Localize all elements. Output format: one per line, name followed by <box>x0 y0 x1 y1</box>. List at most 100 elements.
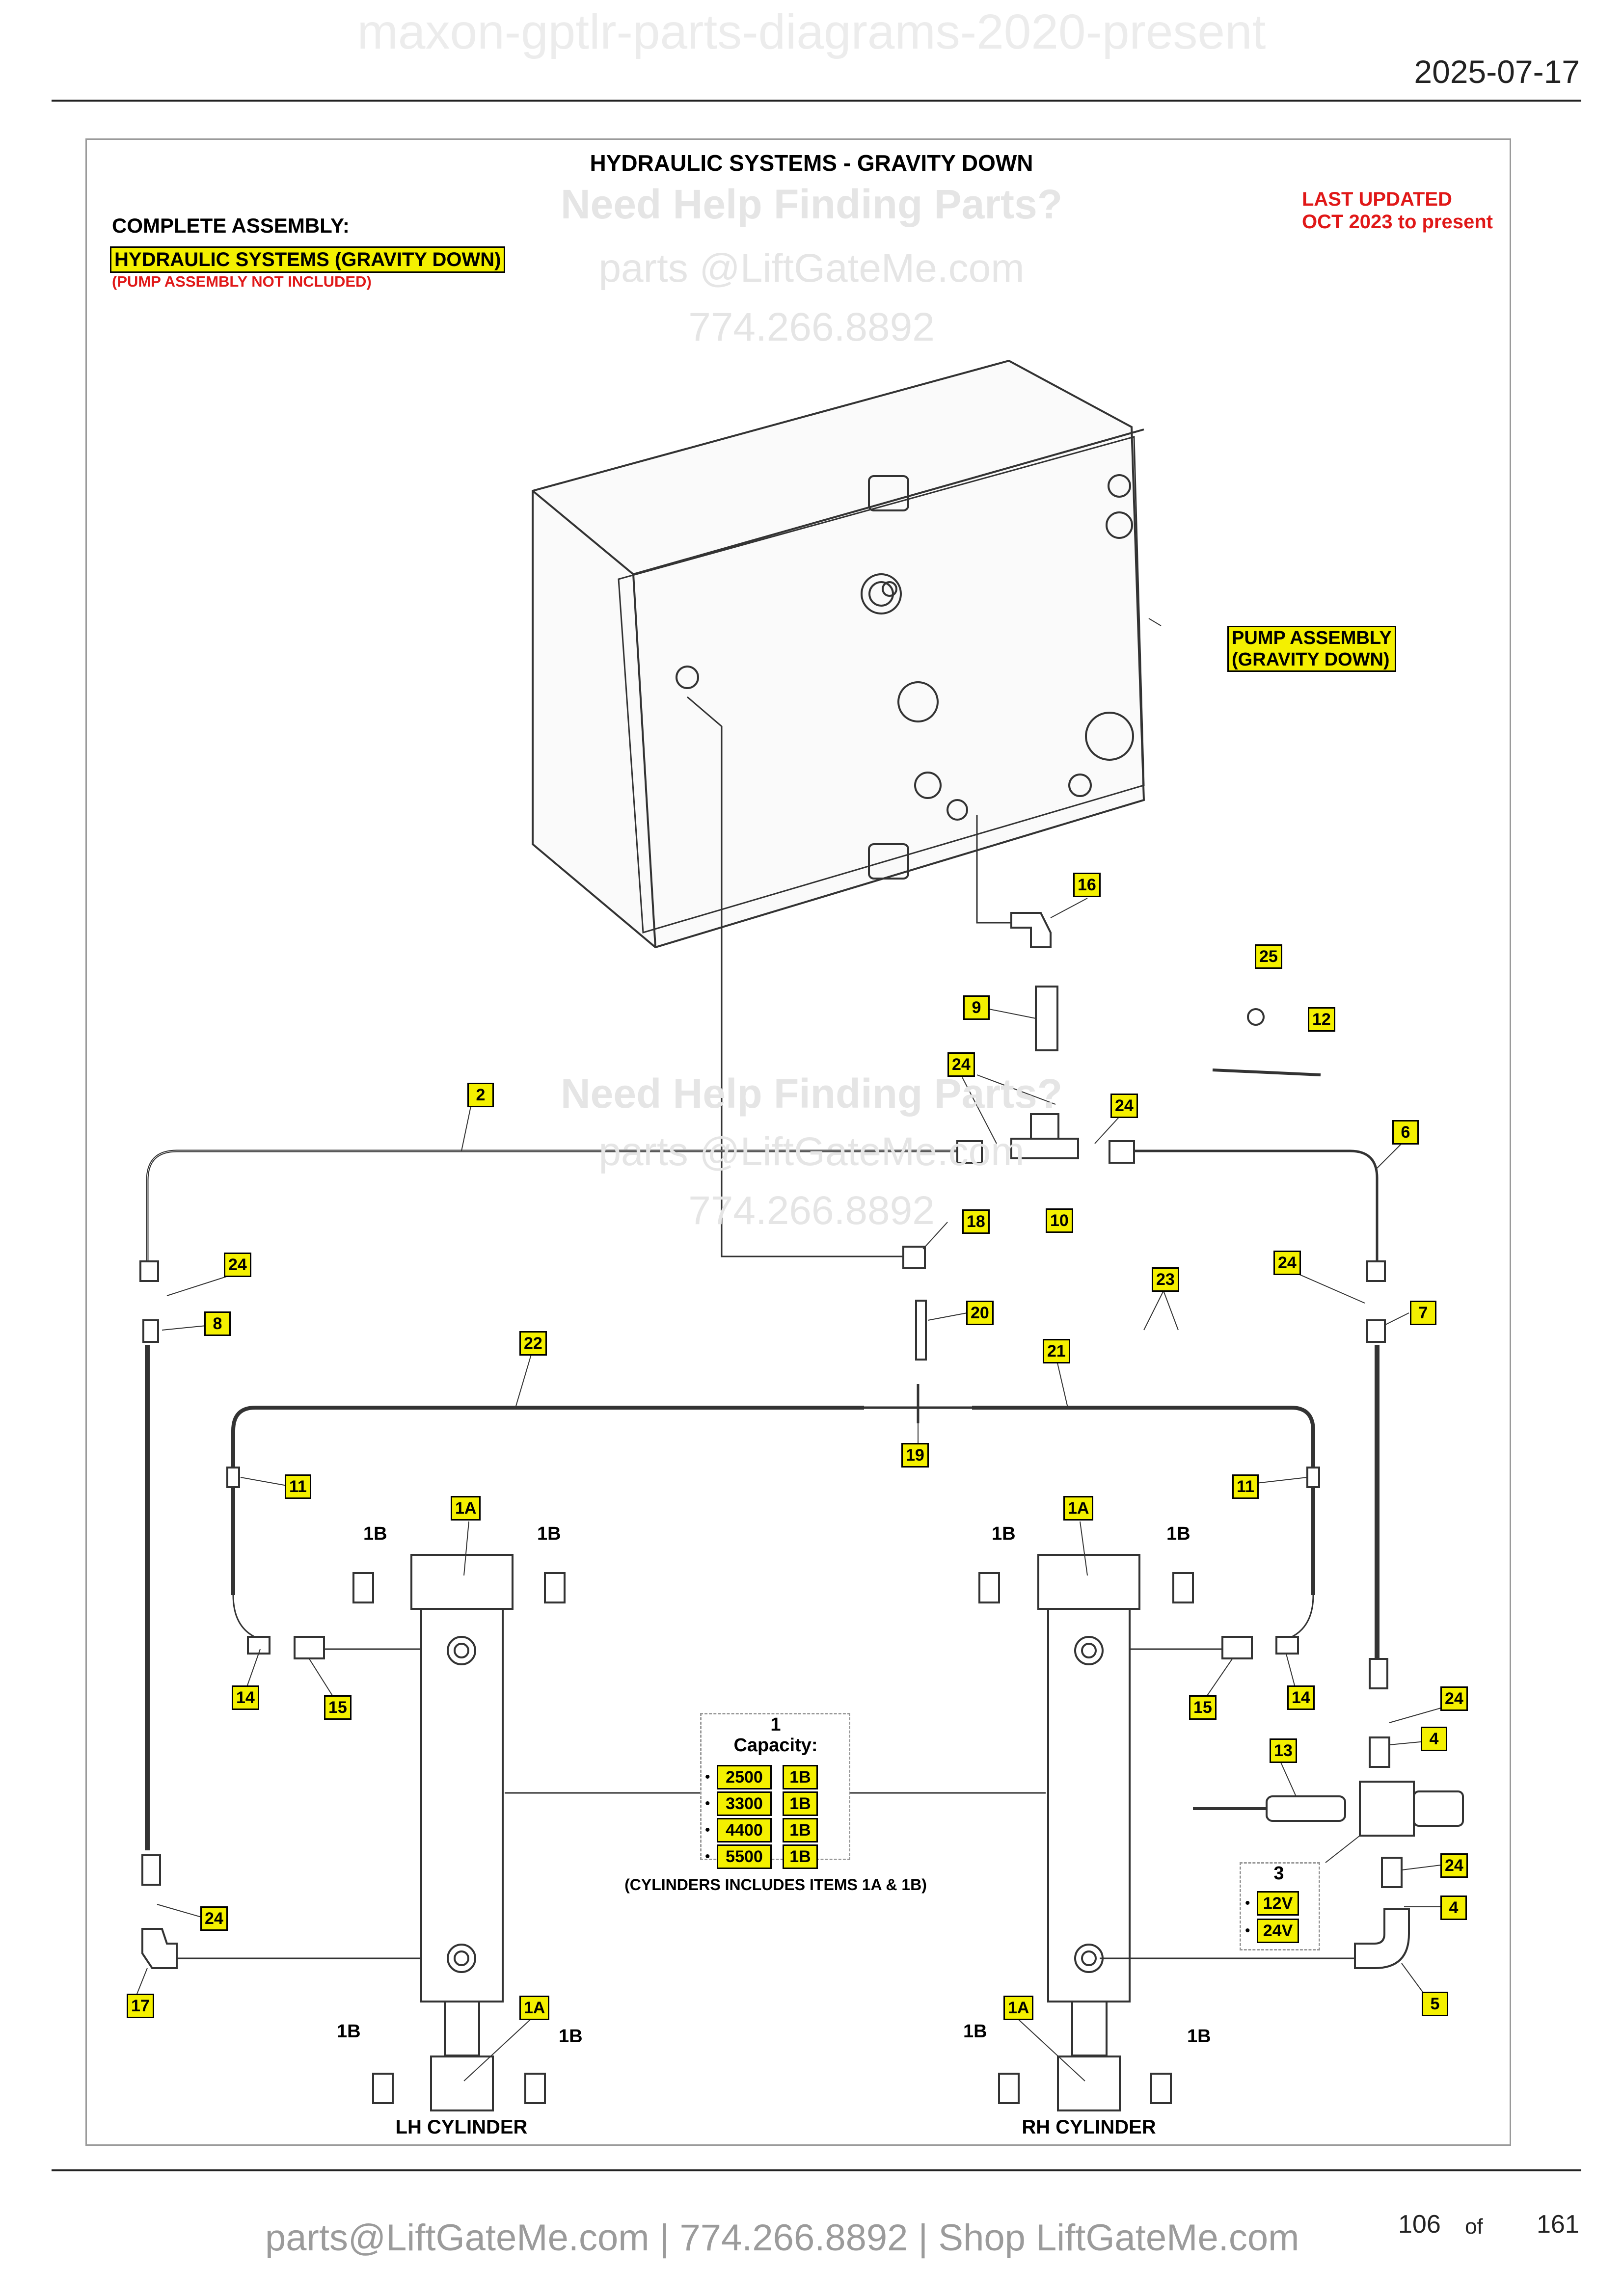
capacity-value: 4400 <box>717 1818 772 1842</box>
voltage-row: • 24V <box>1245 1917 1299 1945</box>
callout-17: 17 <box>127 1994 154 2018</box>
watermark-email-top: parts @LiftGateMe.com <box>598 246 1025 291</box>
capacity-row: • 4400 1B <box>705 1817 818 1843</box>
callout-1a-lh-bottom: 1A <box>519 1996 550 2020</box>
bullet: • <box>1245 1922 1250 1939</box>
callout-15-right: 15 <box>1189 1695 1217 1720</box>
watermark-email-mid: parts @LiftGateMe.com <box>598 1129 1025 1174</box>
last-updated: LAST UPDATED OCT 2023 to present <box>1302 188 1493 233</box>
pump-assembly-line1: PUMP ASSEMBLY <box>1232 628 1392 648</box>
watermark-phone-mid: 774.266.8892 <box>688 1188 935 1233</box>
capacity-list: • 2500 1B • 3300 1B • 4400 1B • 5500 1B <box>705 1764 818 1870</box>
callout-11-right: 11 <box>1232 1474 1259 1499</box>
complete-assembly-note: (PUMP ASSEMBLY NOT INCLUDED) <box>112 273 372 290</box>
callout-11-left: 11 <box>285 1474 311 1499</box>
callout-8: 8 <box>204 1311 231 1336</box>
voltage-number: 3 <box>1273 1863 1284 1884</box>
callout-22: 22 <box>519 1331 547 1356</box>
watermark-help-mid: Need Help Finding Parts? <box>560 1070 1063 1117</box>
complete-assembly-label: COMPLETE ASSEMBLY: <box>112 214 350 237</box>
rh-cylinder-label: RH CYLINDER <box>1022 2116 1156 2138</box>
capacity-label: Capacity: <box>733 1735 818 1756</box>
capacity-note: (CYLINDERS INCLUDES ITEMS 1A & 1B) <box>624 1876 927 1894</box>
footer-rule <box>52 2169 1581 2171</box>
callout-10: 10 <box>1046 1208 1073 1233</box>
page-of: of <box>1465 2215 1483 2239</box>
callout-4-valve-2: 4 <box>1440 1896 1467 1920</box>
label-1b-lh-top-right: 1B <box>537 1523 561 1544</box>
callout-2: 2 <box>467 1083 494 1107</box>
bullet: • <box>705 1822 710 1838</box>
capacity-sub: 1B <box>783 1844 818 1869</box>
voltage-box <box>1240 1862 1320 1950</box>
callout-21: 21 <box>1043 1339 1070 1363</box>
callout-14-left: 14 <box>232 1685 259 1710</box>
bullet: • <box>705 1769 710 1785</box>
callout-19: 19 <box>901 1443 929 1468</box>
lh-cylinder-label: LH CYLINDER <box>395 2116 528 2138</box>
callout-7: 7 <box>1410 1301 1436 1325</box>
footer-contact: parts@LiftGateMe.com | 774.266.8892 | Sh… <box>265 2217 1299 2259</box>
capacity-row: • 2500 1B <box>705 1764 818 1790</box>
header-rule <box>52 100 1581 102</box>
callout-6: 6 <box>1392 1120 1419 1145</box>
page-current: 106 <box>1398 2210 1441 2239</box>
capacity-sub: 1B <box>783 1765 818 1789</box>
capacity-row: • 3300 1B <box>705 1790 818 1817</box>
page-total: 161 <box>1537 2210 1579 2239</box>
capacity-row: • 5500 1B <box>705 1843 818 1870</box>
callout-24-right: 24 <box>1273 1251 1301 1275</box>
capacity-box <box>700 1713 850 1860</box>
header-date: 2025-07-17 <box>1414 53 1580 90</box>
capacity-sub: 1B <box>783 1791 818 1816</box>
watermark-phone-top: 774.266.8892 <box>688 305 935 349</box>
callout-1a-rh-bottom: 1A <box>1003 1996 1034 2020</box>
callout-24-lower-left: 24 <box>200 1906 228 1931</box>
callout-24-valve-2: 24 <box>1440 1853 1468 1878</box>
voltage-row: • 12V <box>1245 1890 1299 1917</box>
capacity-value: 5500 <box>717 1844 772 1869</box>
watermark-help-top: Need Help Finding Parts? <box>560 181 1063 227</box>
callout-4-valve-1: 4 <box>1421 1727 1447 1751</box>
callout-24-top: 24 <box>947 1052 975 1077</box>
callout-9: 9 <box>963 995 990 1020</box>
callout-25: 25 <box>1255 944 1282 969</box>
capacity-value: 2500 <box>717 1765 772 1789</box>
header-watermark-title: maxon-gptlr-parts-diagrams-2020-present <box>357 4 1266 59</box>
last-updated-label: LAST UPDATED <box>1301 188 1452 210</box>
capacity-sub: 1B <box>783 1818 818 1842</box>
capacity-heading: 1 Capacity: <box>707 1714 844 1756</box>
label-1b-rh-top-left: 1B <box>992 1523 1016 1544</box>
label-1b-rh-bottom-left: 1B <box>963 2021 987 2042</box>
callout-14-right: 14 <box>1287 1685 1315 1710</box>
callout-18: 18 <box>962 1209 990 1234</box>
callout-15-left: 15 <box>324 1695 352 1720</box>
pump-assembly-label: PUMP ASSEMBLY (GRAVITY DOWN) <box>1227 626 1396 672</box>
callout-1a-rh-top: 1A <box>1063 1496 1094 1521</box>
callout-12: 12 <box>1308 1007 1335 1032</box>
callout-24-valve-1: 24 <box>1440 1686 1468 1711</box>
label-1b-lh-bottom-left: 1B <box>337 2021 361 2042</box>
callout-24-left: 24 <box>224 1253 251 1277</box>
label-1b-rh-top-right: 1B <box>1166 1523 1190 1544</box>
capacity-number: 1 <box>770 1714 781 1735</box>
bullet: • <box>705 1848 710 1865</box>
callout-5: 5 <box>1422 1992 1448 2016</box>
callout-16: 16 <box>1073 873 1101 897</box>
label-1b-lh-top-left: 1B <box>363 1523 387 1544</box>
label-1b-rh-bottom-right: 1B <box>1187 2026 1211 2047</box>
callout-1a-lh-top: 1A <box>451 1496 481 1521</box>
voltage-option: 12V <box>1257 1891 1299 1916</box>
label-1b-lh-bottom-right: 1B <box>559 2026 583 2047</box>
bullet: • <box>1245 1895 1250 1911</box>
callout-24-top-right: 24 <box>1110 1094 1138 1118</box>
complete-assembly-name: HYDRAULIC SYSTEMS (GRAVITY DOWN) <box>110 246 506 273</box>
voltage-option: 24V <box>1257 1919 1299 1943</box>
callout-23: 23 <box>1152 1267 1179 1292</box>
last-updated-range: OCT 2023 to present <box>1301 211 1493 233</box>
capacity-value: 3300 <box>717 1791 772 1816</box>
diagram-frame <box>85 138 1511 2146</box>
diagram-title: HYDRAULIC SYSTEMS - GRAVITY DOWN <box>590 150 1033 176</box>
callout-20: 20 <box>966 1301 994 1325</box>
